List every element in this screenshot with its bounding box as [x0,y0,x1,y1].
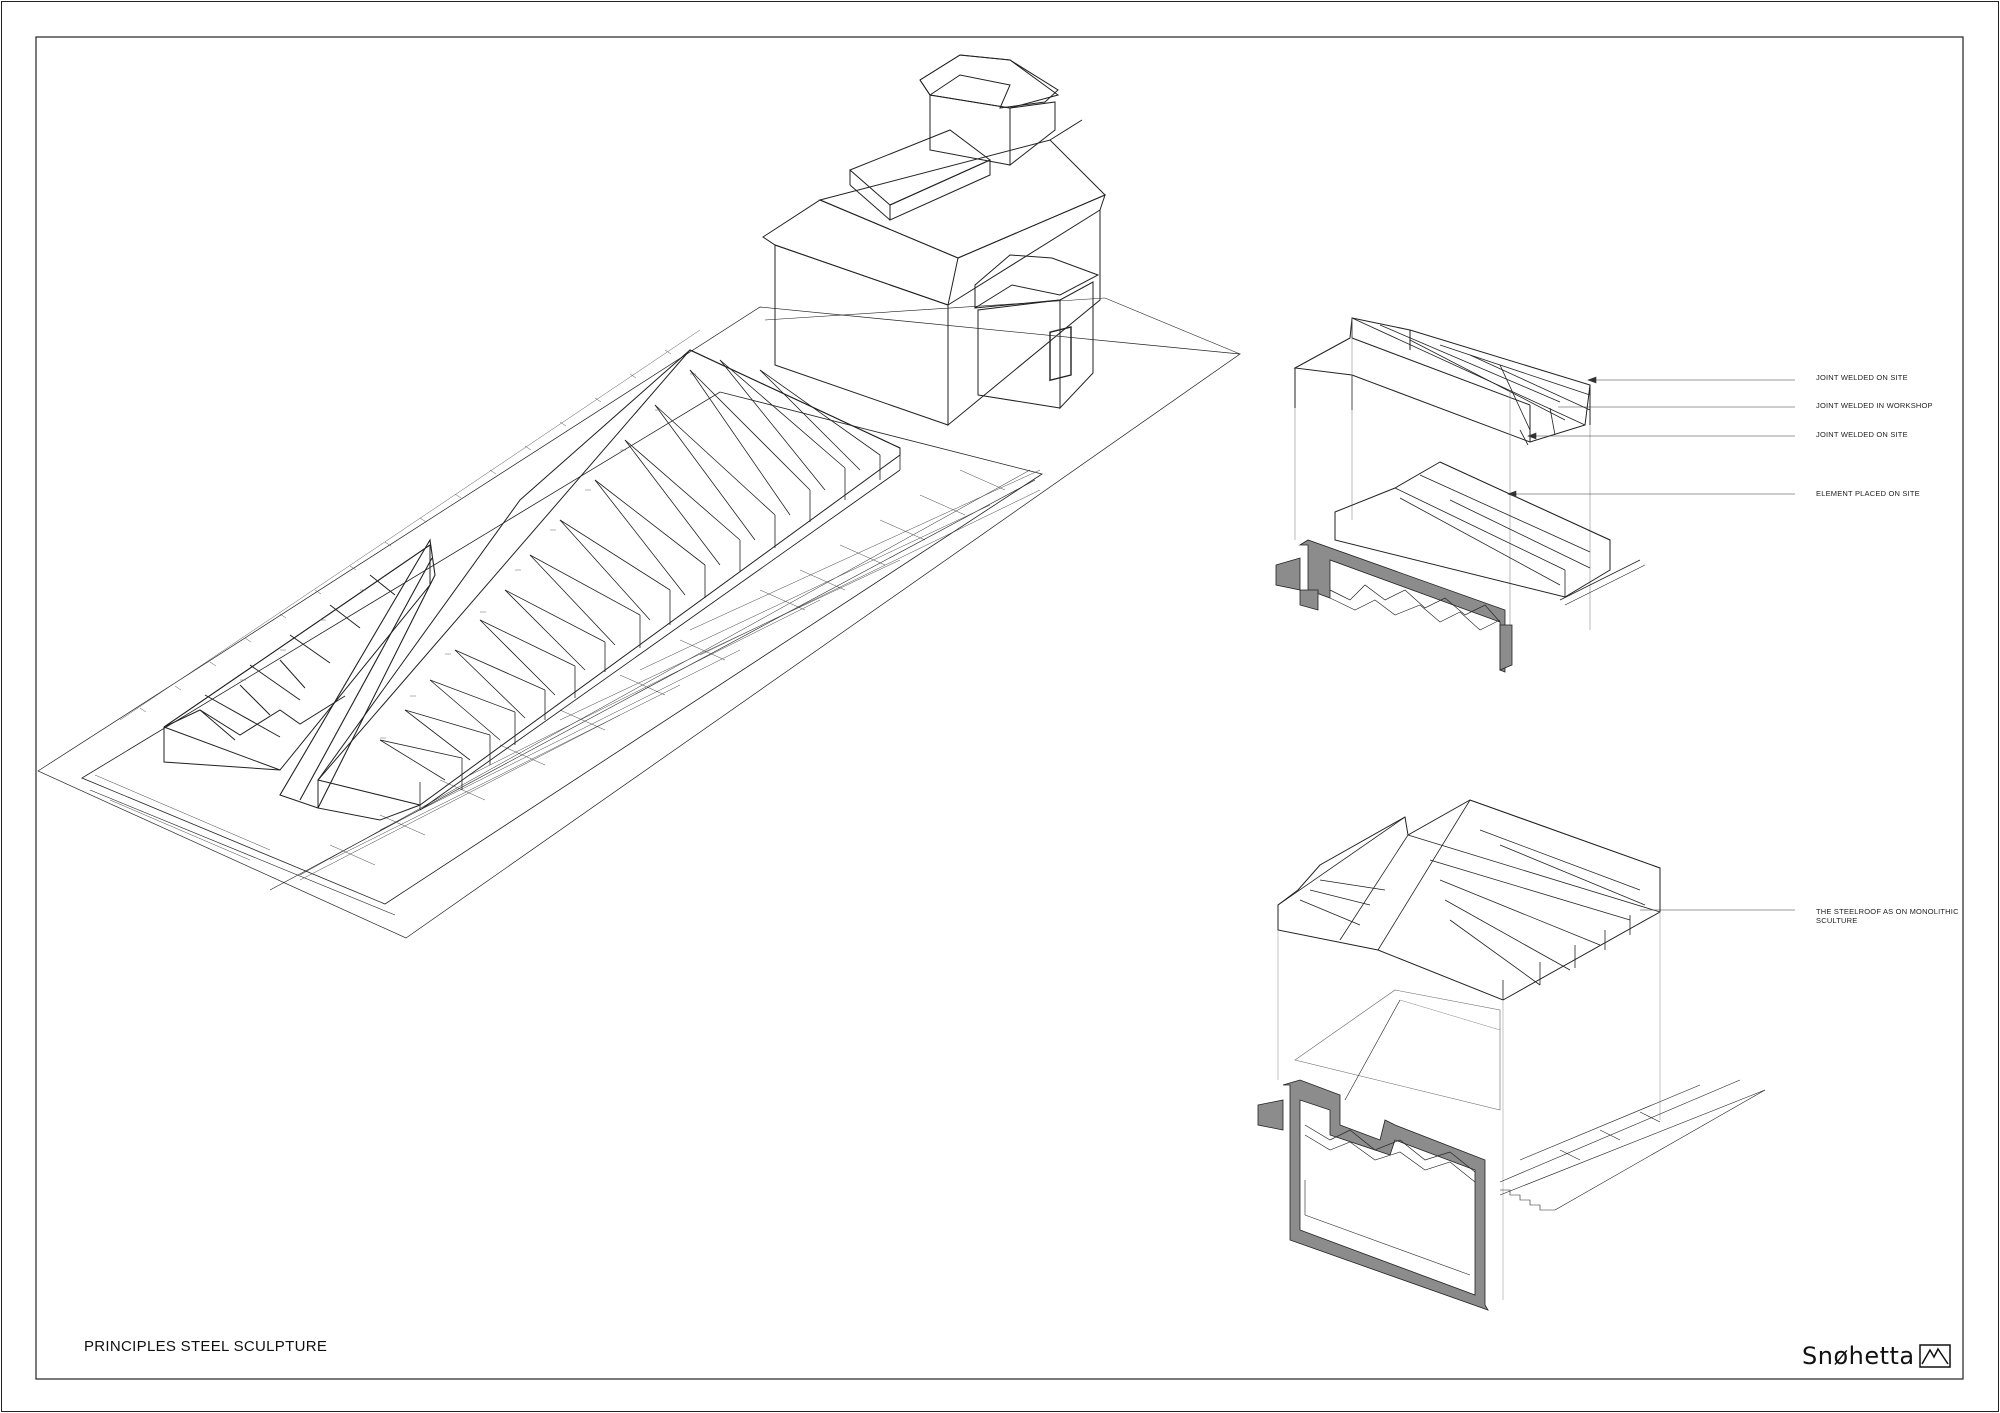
logo-wordmark: Snøhetta [1802,1342,1915,1370]
callout-element-placed: ELEMENT PLACED ON SITE [1816,489,1920,498]
sheet-title: PRINCIPLES STEEL SCULPTURE [84,1338,328,1355]
callout-leaders [1507,376,1795,911]
section-walls [1275,539,1513,673]
house-door [1049,326,1072,382]
plaza-slab [81,391,1043,905]
drawing-frame [35,36,1964,1380]
dimension-line [119,329,701,721]
callout-joint-workshop: JOINT WELDED IN WORKSHOP [1816,401,1933,410]
lower-exploded-detail [1257,799,1766,1311]
panel-tags [240,373,696,739]
steel-roof-right-wing [317,349,901,821]
callout-joint-site-2: JOINT WELDED ON SITE [1816,430,1908,439]
existing-house [762,54,1241,427]
snohetta-logo: Snøhetta [1802,1342,1951,1370]
steel-roof-left-wing [163,544,431,771]
mountain-logo-icon [1918,1344,1951,1368]
ridge-walkway [279,538,436,809]
callout-joint-site-1: JOINT WELDED ON SITE [1816,373,1908,382]
section-walls-lower [1257,1079,1489,1311]
site-axonometric [37,306,1241,939]
callout-steelroof: THE STEELROOF AS ON MONOLITHIC SCULTURE [1816,907,1959,925]
callout-steelroof-line1: THE STEELROOF AS ON MONOLITHIC [1816,907,1959,916]
callout-steelroof-line2: SCULTURE [1816,916,1858,925]
paving-grid [94,469,1041,881]
upper-exploded-detail [1275,317,1646,673]
